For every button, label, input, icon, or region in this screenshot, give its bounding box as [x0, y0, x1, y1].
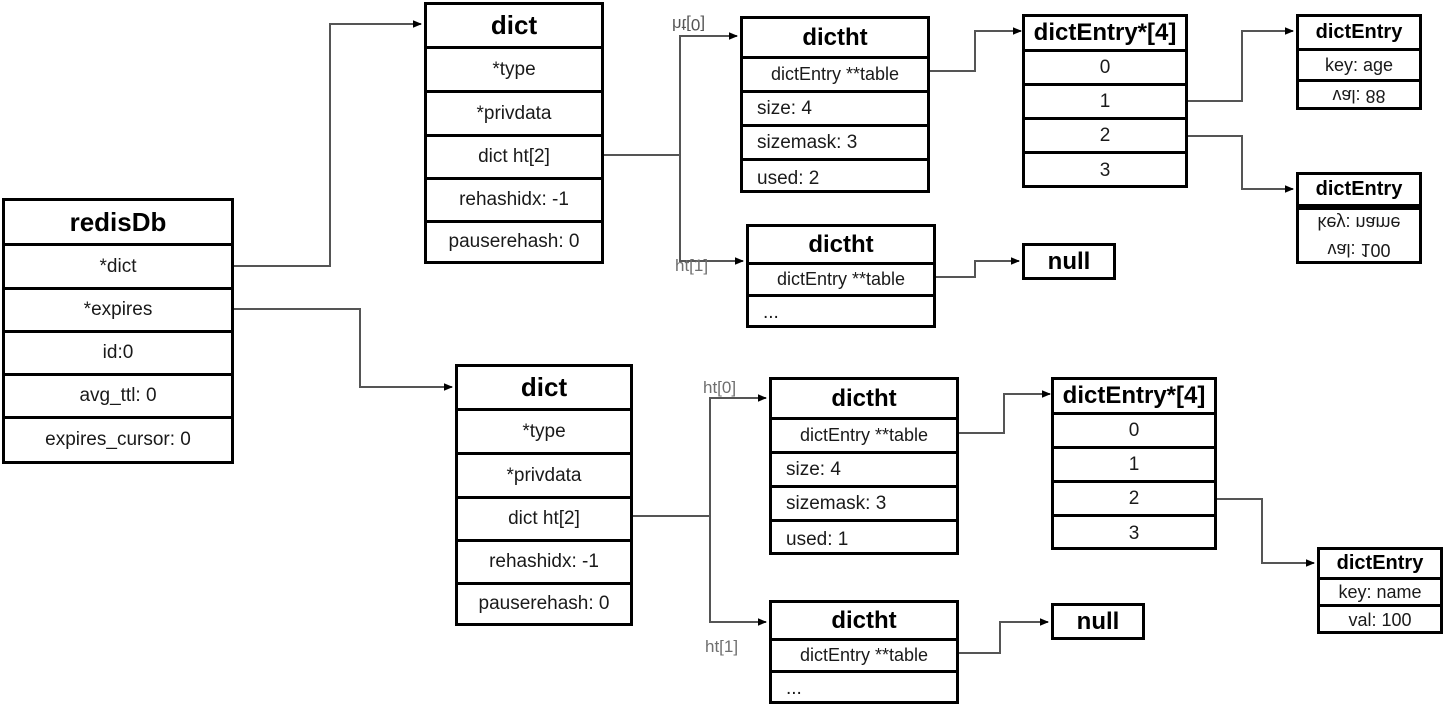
dictht-bottom-ht0-sizemask: sizemask: 3 — [772, 488, 956, 522]
dict-top-field-ht: dict ht[2] — [427, 137, 601, 180]
wire-bucket2-to-entry-garbled — [1188, 135, 1294, 193]
wire-bottom-dict-ht0 — [633, 394, 767, 517]
redisdb-field-avg-ttl: avg_ttl: 0 — [5, 376, 231, 419]
dictentry-garbled-key: key: name — [1299, 207, 1419, 236]
dictentry-age-title: dictEntry — [1299, 17, 1419, 51]
redisdb-field-expires-cursor: expires_cursor: 0 — [45, 429, 191, 450]
dictht-bottom-ht1-table: dictEntry **table — [772, 641, 956, 673]
dictht-top-ht1-title: dictht — [749, 227, 933, 265]
dictht-top-ht0-table: dictEntry **table — [743, 59, 927, 93]
bucket-array-bottom: dictEntry*[4] 0 1 2 3 — [1051, 377, 1217, 550]
dictentry-name: dictEntry key: name val: 100 — [1317, 547, 1443, 634]
edge-label-ht1-top: ht[1] — [675, 256, 709, 275]
dict-bottom-field-pauserehash: pauserehash: 0 — [478, 593, 610, 614]
redisdb-field-dict: *dict — [5, 246, 231, 290]
dictht-top-ht0-used: used: 2 — [757, 167, 820, 189]
bucket-array-top-slot-2: 2 — [1025, 120, 1185, 154]
dictht-top-ht1-ellipsis: ... — [763, 301, 779, 323]
bucket-array-top: dictEntry*[4] 0 1 2 3 — [1022, 14, 1188, 188]
dictentry-garbled-val: val: 100 — [1327, 240, 1391, 261]
bucket-array-bottom-title: dictEntry*[4] — [1054, 380, 1214, 415]
edge-label-ht0-bottom: ht[0] — [703, 378, 737, 397]
bucket-array-top-slot-0: 0 — [1025, 52, 1185, 86]
dictht-top-ht0-title: dictht — [743, 19, 927, 59]
wire-top-ht1-to-null — [936, 257, 1020, 278]
dictht-bottom-ht0-size: size: 4 — [772, 454, 956, 488]
wire-top-table-to-buckets — [929, 27, 1022, 72]
dictentry-garbled: dictEntry key: name val: 100 — [1296, 172, 1422, 264]
dict-top-struct: dict *type *privdata dict ht[2] rehashid… — [424, 2, 604, 264]
bucket-array-top-slot-1: 1 — [1025, 86, 1185, 120]
dictht-top-ht0-size: size: 4 — [743, 93, 927, 127]
dictentry-age: dictEntry key: age val: 88 — [1296, 14, 1422, 110]
edge-label-ht0-top: ht[0] — [672, 14, 705, 34]
dictht-bottom-ht1-ellipsis: ... — [786, 677, 802, 699]
dictentry-age-val: val: 88 — [1332, 86, 1386, 107]
redisdb-field-id: id:0 — [5, 333, 231, 376]
dictentry-age-key: key: age — [1299, 51, 1419, 82]
wire-bottom-dict-ht1 — [633, 515, 767, 626]
wire-bucket1-to-entry-age — [1188, 27, 1294, 102]
edge-label-ht1-bottom: ht[1] — [705, 637, 739, 656]
dict-top-field-type: *type — [427, 49, 601, 93]
bucket-array-bottom-slot-3: 3 — [1128, 522, 1140, 544]
null-node-bottom: null — [1051, 603, 1145, 640]
dictht-top-ht0-struct: dictht dictEntry **table size: 4 sizemas… — [740, 16, 930, 193]
dict-bottom-struct: dict *type *privdata dict ht[2] rehashid… — [455, 364, 633, 626]
dictht-bottom-ht0-used: used: 1 — [786, 529, 849, 550]
dictentry-name-key: key: name — [1320, 580, 1440, 607]
dict-top-field-privdata: *privdata — [427, 93, 601, 137]
bucket-array-top-slot-3: 3 — [1099, 160, 1111, 181]
wire-top-dict-ht0 — [604, 32, 738, 156]
dictht-top-ht0-sizemask: sizemask: 3 — [743, 127, 927, 161]
dictht-bottom-ht1-title: dictht — [772, 603, 956, 641]
wire-top-dict-ht1 — [604, 154, 744, 265]
wire-dict-to-top-dict — [234, 20, 422, 267]
dict-top-title: dict — [427, 5, 601, 49]
dictht-bottom-ht0-table: dictEntry **table — [772, 420, 956, 454]
redisdb-title: redisDb — [5, 201, 231, 246]
dictht-top-ht1-table: dictEntry **table — [749, 265, 933, 297]
dict-bottom-field-rehashidx: rehashidx: -1 — [458, 542, 630, 585]
dictentry-garbled-title: dictEntry — [1299, 175, 1419, 207]
wire-bottom-table-to-buckets — [958, 390, 1051, 434]
dictht-top-ht1-struct: dictht dictEntry **table ... — [746, 224, 936, 328]
wire-bucket2-to-entry-name — [1217, 498, 1315, 567]
bucket-array-top-title: dictEntry*[4] — [1025, 17, 1185, 52]
dict-bottom-field-ht: dict ht[2] — [458, 499, 630, 542]
dictentry-name-title: dictEntry — [1320, 550, 1440, 580]
dict-bottom-field-type: *type — [458, 411, 630, 455]
null-node-top: null — [1022, 243, 1116, 280]
dict-top-field-pauserehash: pauserehash: 0 — [448, 231, 580, 252]
dict-bottom-field-privdata: *privdata — [458, 455, 630, 499]
edge-label-ht0-top-text: ht[0] — [672, 15, 706, 34]
bucket-array-bottom-slot-1: 1 — [1054, 449, 1214, 483]
bucket-array-bottom-slot-0: 0 — [1054, 415, 1214, 449]
dictht-bottom-ht0-struct: dictht dictEntry **table size: 4 sizemas… — [769, 377, 959, 555]
dictht-bottom-ht1-struct: dictht dictEntry **table ... — [769, 600, 959, 704]
dictentry-name-val: val: 100 — [1348, 610, 1412, 630]
wire-bottom-ht1-to-null — [958, 618, 1049, 654]
dict-bottom-title: dict — [458, 367, 630, 411]
redisdb-field-expires: *expires — [5, 290, 231, 333]
dict-top-field-rehashidx: rehashidx: -1 — [427, 180, 601, 223]
bucket-array-bottom-slot-2: 2 — [1054, 483, 1214, 517]
dictht-bottom-ht0-title: dictht — [772, 380, 956, 420]
wire-expires-to-bottom-dict — [234, 308, 453, 391]
redisdb-struct: redisDb *dict *expires id:0 avg_ttl: 0 e… — [2, 198, 234, 464]
